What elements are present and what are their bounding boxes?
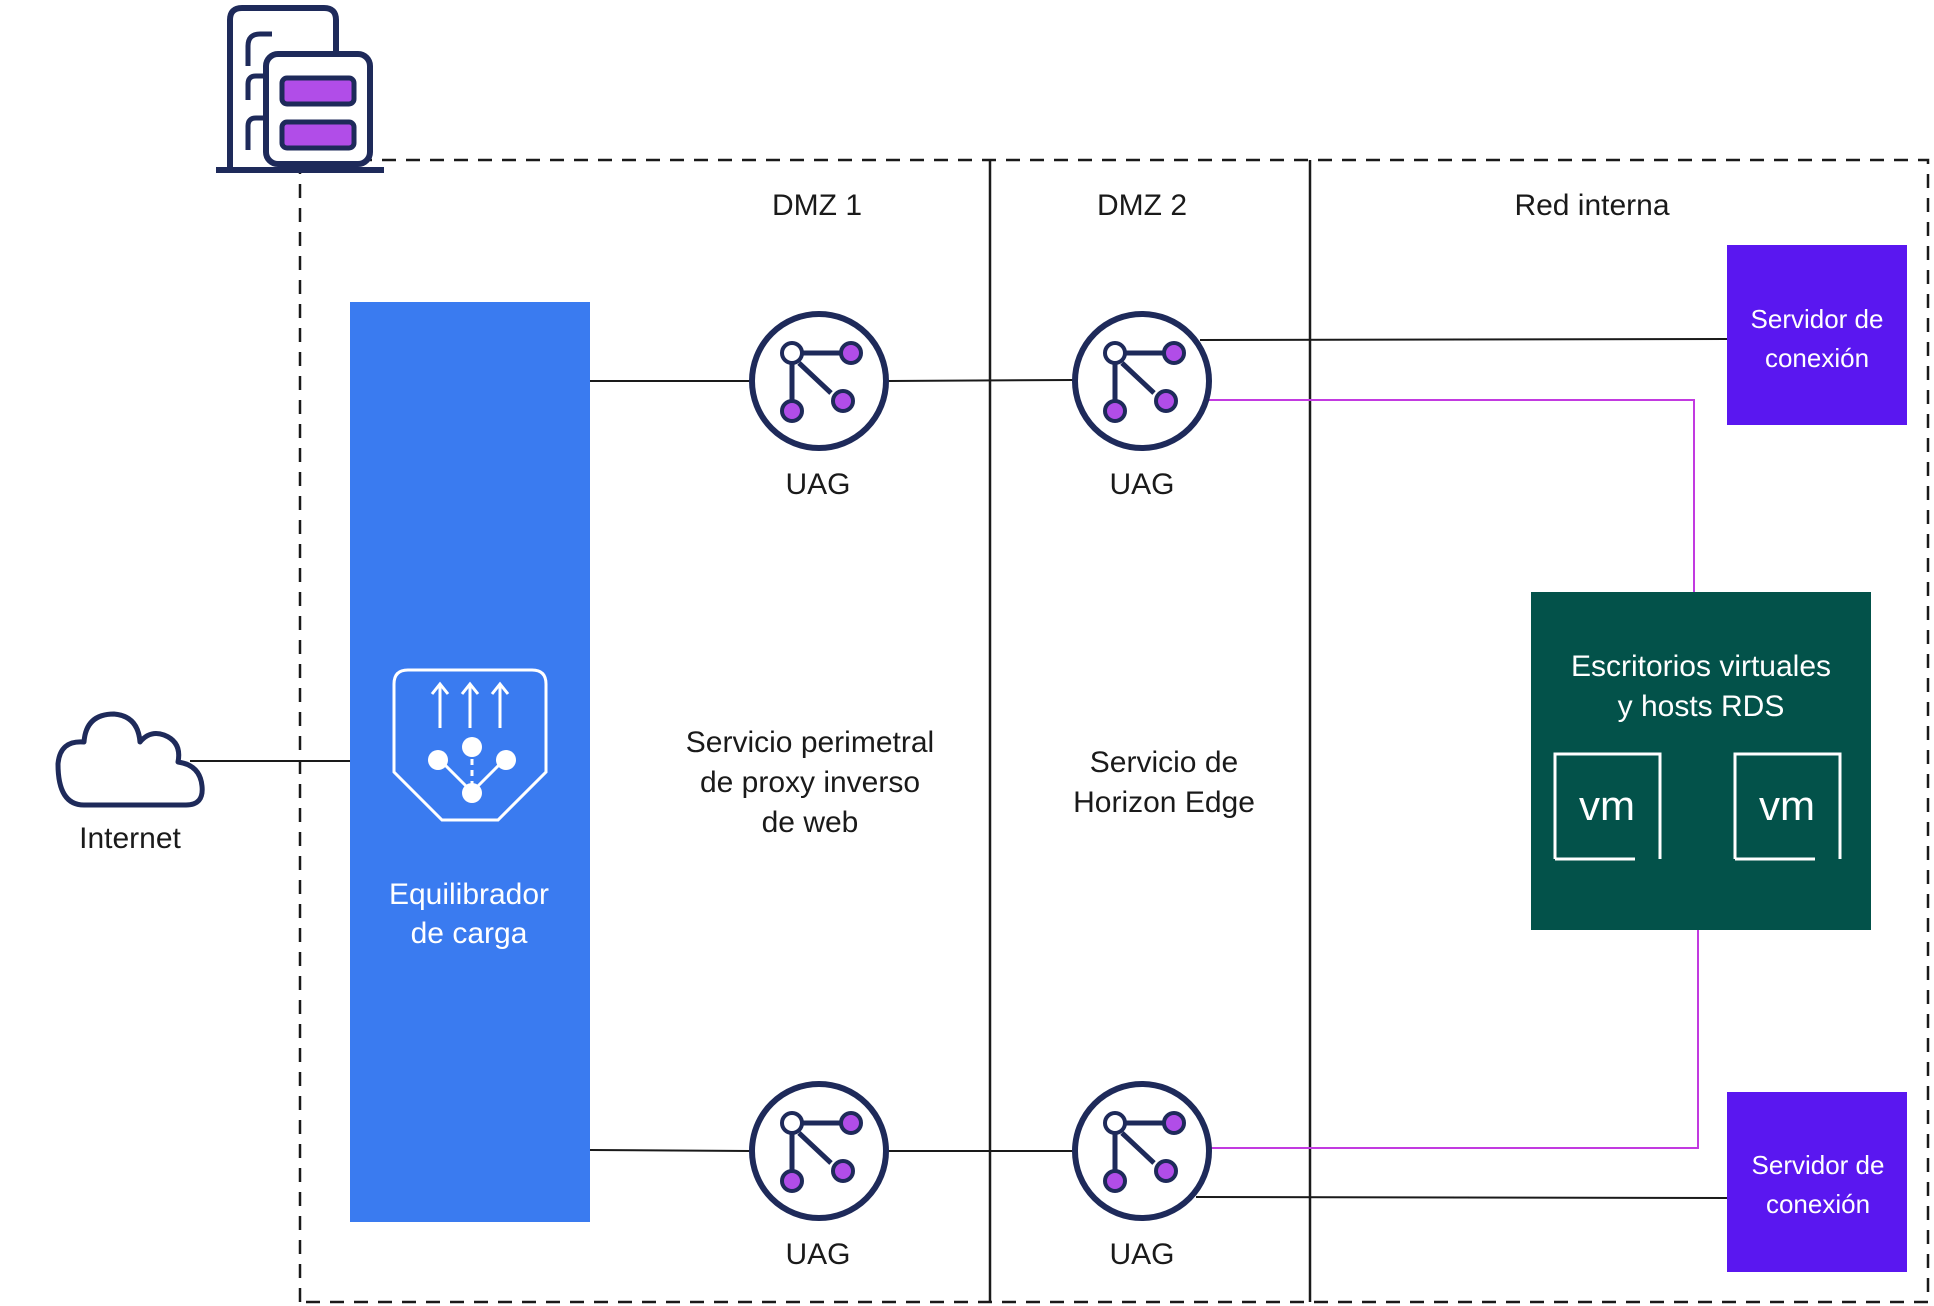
connection-server-label-line1: Servidor de [1752,1150,1885,1180]
uag-label: UAG [1109,468,1174,501]
vm-icon-label: vm [1759,782,1815,829]
uag-network-icon [752,314,886,448]
zone-label-dmz1: DMZ 1 [772,189,862,222]
dmz1-description: Servicio perimetral de proxy inverso de … [686,726,934,839]
vm-icon-left: vm [1553,752,1662,861]
datacenter-boundary [298,158,1930,1304]
dmz1-description-line1: Servicio perimetral [686,726,934,759]
uag-node-dmz2-top: UAG [1075,314,1209,501]
link-lb-uag1-bottom [589,1149,751,1152]
connection-server-label-line1: Servidor de [1751,304,1884,334]
dmz2-description-line1: Servicio de [1090,746,1238,779]
uag-node-dmz2-bottom: UAG [1075,1084,1209,1271]
zone-label-dmz2: DMZ 2 [1097,189,1187,222]
uag-network-icon [752,1084,886,1218]
dmz2-description: Servicio de Horizon Edge [1073,746,1255,819]
tunnel-bottom [1208,930,1699,1149]
datacenter-building-icon [216,5,384,173]
dmz1-description-line3: de web [762,806,859,839]
uag-network-icon [1075,1084,1209,1218]
connection-server-bottom: Servidor de conexión [1727,1092,1907,1272]
dmz1-description-line2: de proxy inverso [700,766,920,799]
uag-label: UAG [785,468,850,501]
zone-label-internal: Red interna [1514,189,1669,222]
internet-node: Internet [55,711,205,855]
load-balancer-label-line2: de carga [411,917,528,950]
link-uag1-uag2-top [887,379,1074,382]
vdi-label-line1: Escritorios virtuales [1571,650,1831,683]
vdi-block: Escritorios virtuales y hosts RDS vm vm [1531,592,1871,930]
tunnel-top [1208,399,1695,592]
vdi-label-line2: y hosts RDS [1618,690,1785,723]
connection-server-top: Servidor de conexión [1727,245,1907,425]
uag-node-dmz1-bottom: UAG [752,1084,886,1271]
vm-icon-right: vm [1733,752,1842,861]
load-balancer: Equilibrador de carga [350,302,590,1222]
load-balancer-label-line1: Equilibrador [389,878,549,911]
uag-network-icon [1075,314,1209,448]
link-uag2-cs-bottom [1195,1196,1728,1199]
vm-icon-label: vm [1579,782,1635,829]
uag-node-dmz1-top: UAG [752,314,886,501]
cloud-icon [55,711,205,808]
dmz2-description-line2: Horizon Edge [1073,786,1255,819]
tunnel-links [1208,399,1699,1149]
connection-server-label-line2: conexión [1765,343,1869,373]
link-uag2-cs-top [1199,338,1728,341]
network-links [190,338,1728,1199]
load-balancer-icon [392,668,548,822]
uag-label: UAG [1109,1238,1174,1271]
connection-server-label-line2: conexión [1766,1189,1870,1219]
internet-label: Internet [79,822,181,855]
uag-label: UAG [785,1238,850,1271]
